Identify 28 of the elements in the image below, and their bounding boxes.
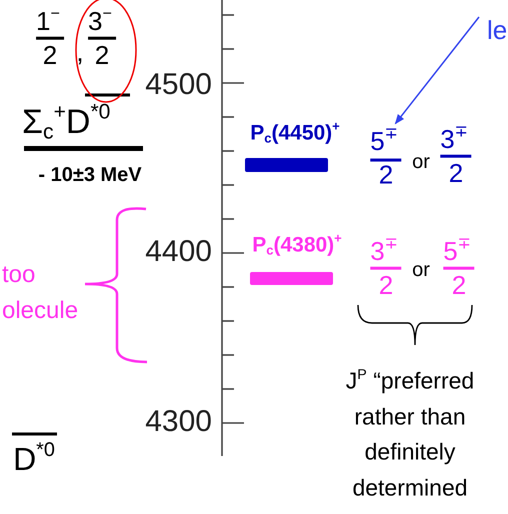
conjunction-text: or xyxy=(412,260,430,280)
threshold-label: Σ$_{c}$$^{+}$D$^{*0}$ xyxy=(22,101,110,143)
fraction-numerator: 3$^{∓}$ xyxy=(440,124,472,158)
arrow xyxy=(394,16,480,124)
fraction-numerator: 5$^{∓}$ xyxy=(370,126,402,162)
axis-tick-label: 4500 xyxy=(145,70,212,100)
callout-text: le xyxy=(487,17,508,43)
fraction-numerator: 3$^{∓}$ xyxy=(370,236,402,270)
annotation-text: olecule xyxy=(2,299,78,323)
axis-tick-label: 4300 xyxy=(145,407,212,437)
axis-tick-label: 4400 xyxy=(145,237,212,267)
fraction-denominator: 2 xyxy=(378,272,394,298)
fraction-denominator: 2 xyxy=(378,161,394,188)
annotation-text: too xyxy=(2,263,36,287)
fraction-numerator: 5$^{∓}$ xyxy=(443,236,475,270)
particle-label: D$^{*0}$ xyxy=(13,441,55,475)
fraction-denominator: 2 xyxy=(42,42,58,68)
conjunction-text: or xyxy=(412,152,430,172)
binding-energy-label: - 10±3 MeV xyxy=(38,165,142,185)
state-label: P$_{c}$(4380)$^{+}$ xyxy=(252,231,342,257)
state-label: P$_{c}$(4450)$^{+}$ xyxy=(250,119,340,145)
fraction-denominator: 2 xyxy=(448,160,464,186)
fraction-denominator: 2 xyxy=(452,272,466,298)
fraction-numerator: 1$^{−}$ xyxy=(36,6,64,40)
fraction-denominator: 2 xyxy=(94,42,110,68)
comma: , xyxy=(76,39,84,65)
note-text: J$^{P}$ “preferred rather than definitely determined xyxy=(344,366,476,503)
fraction-numerator: 3$^{−}$ xyxy=(88,6,116,40)
